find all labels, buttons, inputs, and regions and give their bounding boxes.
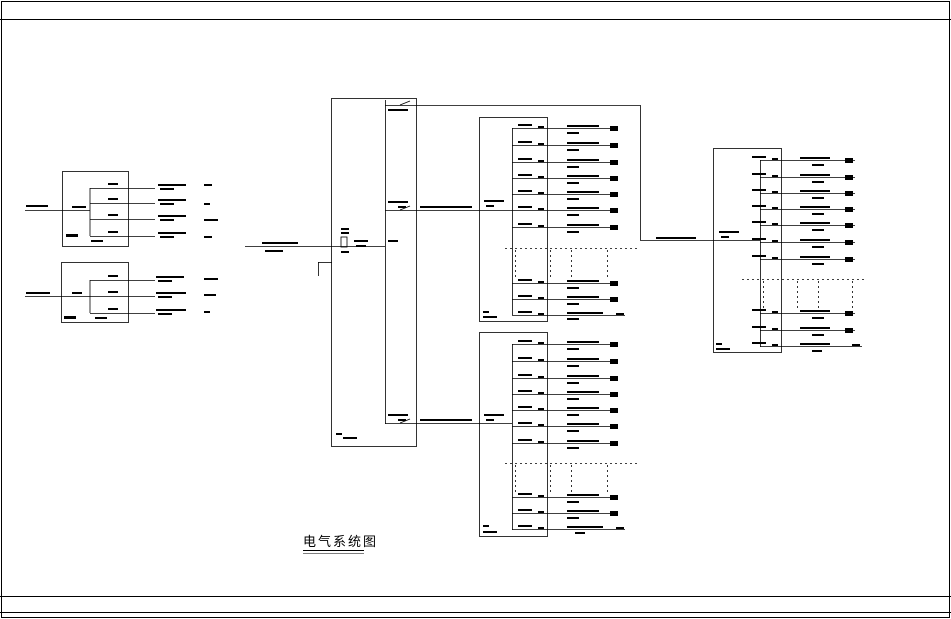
sub-panel-right [713,148,862,353]
panel-left-top-labels [26,183,218,242]
main-board-labels [262,109,472,439]
sub-panel-lower [479,332,625,537]
sub-panel-lower-dashed [505,463,640,495]
sub-panel-right-labels [716,156,860,352]
panel-left-bottom-labels [26,275,218,319]
sub-panel-lower-labels [483,340,624,534]
sub-panel-upper-labels [483,124,696,320]
panel-left-bottom [25,262,155,323]
diagram-title-block: 电气系统图 [303,534,378,554]
diagram-title: 电气系统图 [303,534,378,550]
main-distribution-board [245,98,640,447]
sub-panel-upper-dashed [505,248,640,280]
sub-panel-upper [479,105,760,322]
panel-left-top [25,171,155,247]
sub-panel-right-dashed [742,279,865,311]
